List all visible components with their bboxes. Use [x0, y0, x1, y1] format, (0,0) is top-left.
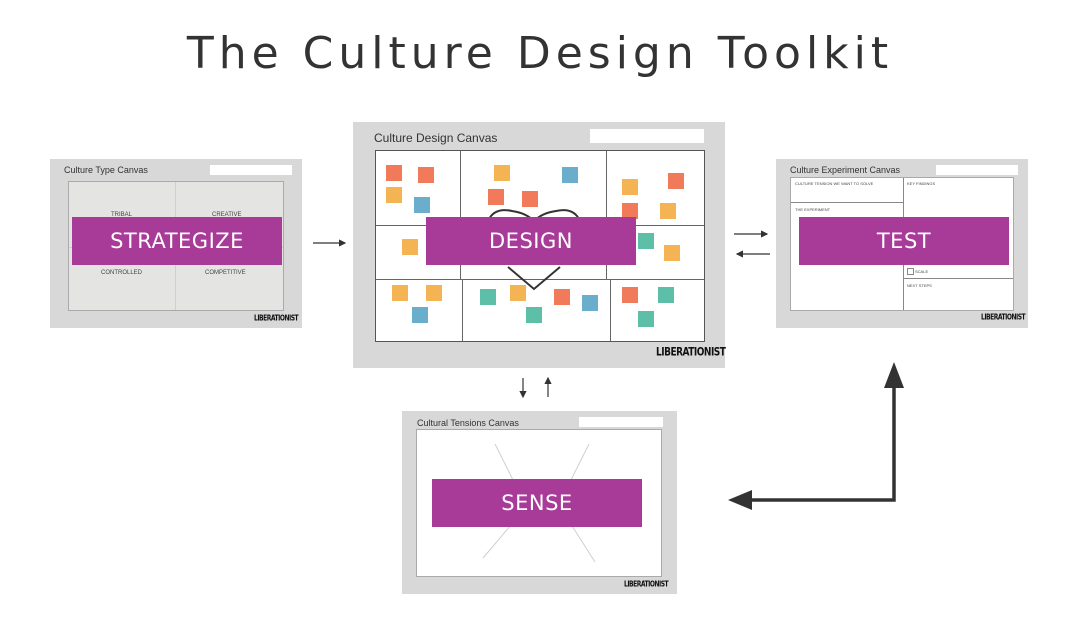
canvas-title-field [590, 129, 704, 143]
sticky-note [412, 307, 428, 323]
grid-line [791, 202, 903, 203]
quadrant-label-tribal: TRIBAL [111, 212, 133, 218]
canvas-title: Culture Design Canvas [374, 131, 498, 145]
grid-line [606, 151, 607, 279]
liberationist-logo: LIBERATIONIST [254, 313, 299, 324]
sticky-note [402, 239, 418, 255]
sticky-note [426, 285, 442, 301]
field-label-culture-tension: CULTURE TENSION WE WANT TO SOLVE [795, 181, 874, 186]
sticky-note [392, 285, 408, 301]
grid-line [903, 278, 1013, 279]
sticky-note [488, 189, 504, 205]
page-title: The Culture Design Toolkit [186, 28, 894, 79]
sticky-note [494, 165, 510, 181]
grid-line [610, 279, 611, 341]
sticky-note [480, 289, 496, 305]
sticky-note [386, 165, 402, 181]
canvas-title: Culture Type Canvas [64, 165, 148, 175]
sticky-note [522, 191, 538, 207]
field-label-key-findings: KEY FINDINGS [907, 181, 936, 186]
quadrant-label-controlled: CONTROLLED [101, 270, 143, 276]
sticky-note [554, 289, 570, 305]
sticky-note [582, 295, 598, 311]
liberationist-logo: LIBERATIONIST [624, 579, 669, 590]
canvas-title-field [579, 417, 663, 427]
quadrant-label-competitive: COMPETITIVE [205, 270, 246, 276]
sticky-note [660, 203, 676, 219]
canvas-title-field [210, 165, 292, 175]
grid-line [460, 151, 461, 279]
sticky-note [622, 287, 638, 303]
strategize-label: STRATEGIZE [72, 217, 282, 265]
liberationist-logo: LIBERATIONIST [656, 346, 726, 360]
sticky-note [658, 287, 674, 303]
liberationist-logo: LIBERATIONIST [981, 312, 1026, 323]
quadrant-label-creative: CREATIVE [212, 212, 242, 218]
sense-label: SENSE [432, 479, 642, 527]
field-label-next-steps: NEXT STEPS [907, 283, 932, 288]
sticky-note [510, 285, 526, 301]
scale-checkbox [907, 268, 914, 275]
sticky-note [668, 173, 684, 189]
canvas-title-field [936, 165, 1018, 175]
sticky-note [562, 167, 578, 183]
sticky-note [664, 245, 680, 261]
canvas-title: Cultural Tensions Canvas [417, 418, 519, 428]
sticky-note [414, 197, 430, 213]
sticky-note [638, 311, 654, 327]
field-label-experiment: THE EXPERIMENT [795, 207, 831, 212]
sticky-note [638, 233, 654, 249]
test-label: TEST [799, 217, 1009, 265]
sticky-note [622, 179, 638, 195]
sticky-note [622, 203, 638, 219]
arrow-test-to-sense-icon [728, 362, 904, 510]
design-label: DESIGN [426, 217, 636, 265]
field-label-scale: SCALE [915, 269, 929, 274]
grid-line [376, 279, 704, 280]
sticky-note [526, 307, 542, 323]
sticky-note [386, 187, 402, 203]
grid-line [462, 279, 463, 341]
sticky-note [418, 167, 434, 183]
canvas-title: Culture Experiment Canvas [790, 165, 901, 175]
